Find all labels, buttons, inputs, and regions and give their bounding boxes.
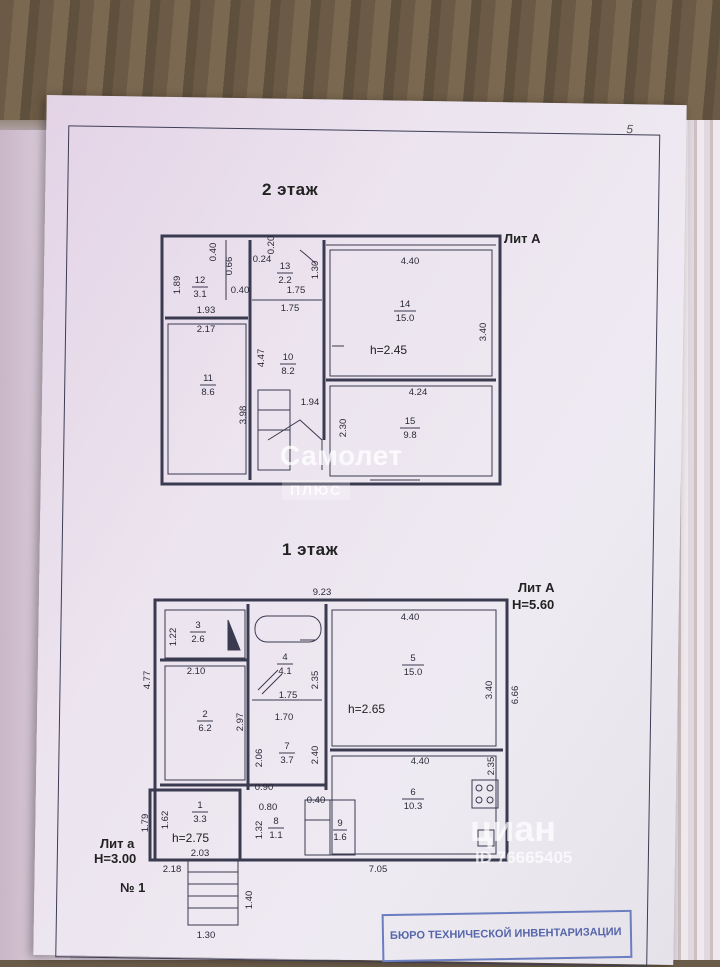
room-14-number: 14 [400,299,411,310]
room-1-area: 3.3 [193,814,206,825]
dim-4.77: 4.77 [142,671,153,690]
plan-number: № 1 [120,880,146,895]
floor2-title: 2 этаж [262,180,319,199]
annex-lit-height: H=3.00 [94,851,137,866]
dim-0.20: 0.20 [266,236,277,255]
room-6-area: 10.3 [404,801,423,812]
room-1-number: 1 [197,800,202,811]
dim-2.97: 2.97 [235,713,246,732]
dim-3.40: 3.40 [478,323,489,342]
dim-1.22: 1.22 [168,628,179,647]
dim-2.30: 2.30 [338,419,349,438]
floor2-lit-label: Лит А [504,231,541,246]
floor2-height: h=2.45 [370,343,407,357]
dim-0.40-a: 0.40 [208,243,219,262]
dim-2.17: 2.17 [197,324,216,335]
dim-1.75-b: 1.75 [281,303,300,314]
room-15-area: 9.8 [403,430,416,441]
room-13-area: 2.2 [278,275,291,286]
floor1-height-small: h=2.75 [172,831,209,845]
room-6-number: 6 [410,787,415,798]
annex-lit-label: Лит а [100,836,135,851]
dim-2.18: 2.18 [163,864,182,875]
dim-1.94: 1.94 [301,397,320,408]
dim-7.05: 7.05 [369,864,388,875]
dim-0.24: 0.24 [253,254,272,265]
dim-1.32: 1.32 [254,821,265,840]
room-8-area: 1.1 [269,830,282,841]
cian-id-watermark: ID 76665405 [475,848,573,867]
dim-2.35-b: 2.35 [486,757,497,776]
dim-1.79: 1.79 [140,814,151,833]
dim-0.90: 0.90 [255,782,274,793]
floor1-height: h=2.65 [348,702,385,716]
room-9-area: 1.6 [333,832,346,843]
floor2-walls [160,234,502,486]
samolet-watermark: Самолет [280,440,403,471]
dim-0.40-b: 0.40 [231,285,250,296]
room-5-number: 5 [410,653,415,664]
room-7-number: 7 [284,741,289,752]
dim-4.40-a: 4.40 [401,612,420,623]
bti-stamp: БЮРО ТЕХНИЧЕСКОЙ ИНВЕНТАРИЗАЦИИ [381,909,633,963]
floor1-lit-height: H=5.60 [512,597,555,612]
floor1-walls [148,598,509,926]
room-11-number: 11 [203,373,213,384]
dim-1.89: 1.89 [172,276,183,295]
plus-watermark: ПЛЮС [282,480,351,500]
dim-1.62: 1.62 [160,811,171,830]
dim-2.40: 2.40 [310,746,321,765]
room-7-area: 3.7 [280,755,293,766]
floor1-lit-label: Лит А [518,580,555,595]
room-2-number: 2 [202,709,207,720]
dim-2.10: 2.10 [187,666,206,677]
dim-9.23: 9.23 [313,587,332,598]
dim-1.40: 1.40 [244,891,255,910]
room-4-number: 4 [282,652,287,663]
floor1-labels: 3 2.6 4 4.1 5 15.0 2 6.2 7 3.7 6 10.3 1 … [140,587,521,941]
room-3-area: 2.6 [191,634,204,645]
dim-1.70: 1.70 [275,712,294,723]
room-2-area: 6.2 [198,723,211,734]
room-13-number: 13 [280,261,291,272]
room-15-number: 15 [405,416,416,427]
dim-4.24: 4.24 [409,387,428,398]
dim-2.35-a: 2.35 [310,671,321,690]
room-10-area: 8.2 [281,366,294,377]
dim-1.93: 1.93 [197,305,216,316]
room-10-number: 10 [283,352,294,363]
room-4-area: 4.1 [278,666,291,677]
room-14-area: 15.0 [396,313,415,324]
dim-1.30: 1.30 [310,261,321,280]
dim-0.80: 0.80 [259,802,278,813]
dim-0.40: 0.40 [307,795,326,806]
room-12-number: 12 [195,275,206,286]
dim-1.75-a: 1.75 [287,285,306,296]
dim-1.30: 1.30 [197,930,216,941]
room-12-area: 3.1 [193,289,206,300]
room-3-number: 3 [195,620,200,631]
floor1-title: 1 этаж [282,540,339,559]
dim-3.98: 3.98 [238,406,249,425]
dim-4.40-b: 4.40 [411,756,430,767]
dim-2.03: 2.03 [191,848,210,859]
dim-6.66: 6.66 [510,686,521,705]
floor2-labels: 12 3.1 13 2.2 14 15.0 10 8.2 11 8.6 15 9… [172,236,489,441]
dim-4.47: 4.47 [256,349,267,368]
dim-1.75: 1.75 [279,690,298,701]
room-8-number: 8 [273,816,278,827]
room-11-area: 8.6 [201,387,214,398]
cian-watermark: циан [470,808,557,849]
room-5-area: 15.0 [404,667,423,678]
dim-2.06: 2.06 [254,749,265,768]
dim-4.40-top: 4.40 [401,256,420,267]
room-9-number: 9 [337,818,342,829]
dim-0.66: 0.66 [224,257,235,276]
dim-3.40: 3.40 [484,681,495,700]
